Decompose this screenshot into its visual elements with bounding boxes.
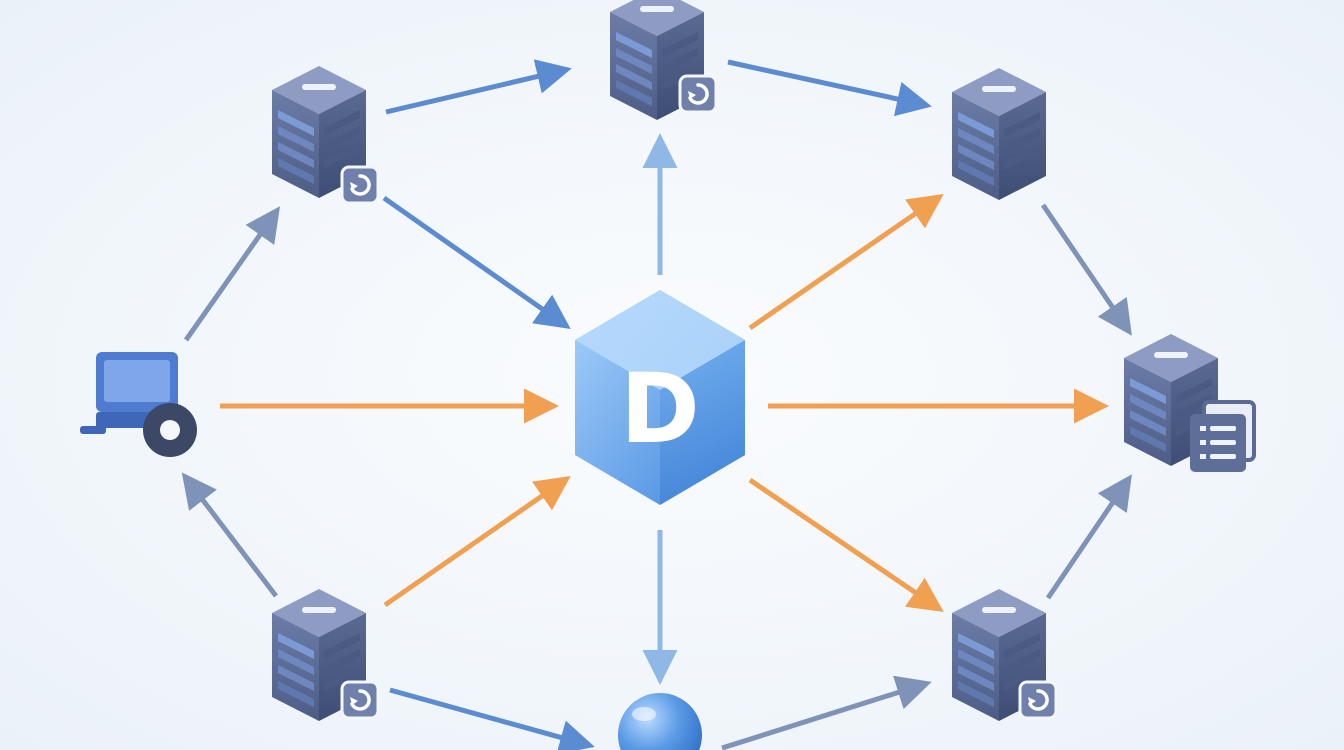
hub-cube: D — [575, 290, 745, 505]
arrow-client-to-topleft — [183, 206, 281, 342]
arrow-bottomleft-to-sphere — [389, 687, 595, 750]
arrow-bottomleft-to-hub — [383, 476, 571, 608]
document-list-icon — [1190, 400, 1256, 472]
arrow-bottomright-to-right — [1045, 474, 1132, 600]
server-top-left — [272, 66, 380, 205]
arrow-sphere-to-bottomright — [721, 675, 932, 750]
sync-badge-icon — [1018, 680, 1058, 720]
arrow-hub-to-topright — [748, 194, 944, 331]
sync-badge-icon — [340, 165, 380, 205]
computer-with-disk-icon — [80, 352, 197, 457]
arrow-bottomleft-to-client — [181, 472, 278, 598]
hub-letter: D — [620, 353, 700, 465]
server-bottom-right — [952, 589, 1058, 721]
sync-badge-icon — [678, 74, 718, 114]
arrow-topright-to-right — [1040, 203, 1132, 336]
server-top-right — [952, 68, 1046, 200]
server-right — [1124, 334, 1256, 472]
sphere-icon — [618, 693, 702, 750]
arrow-topleft-to-hub — [382, 195, 571, 330]
server-bottom-left — [272, 589, 380, 721]
arrow-topcenter-to-topright — [727, 59, 932, 117]
arrow-hub-to-bottomright — [748, 477, 944, 612]
sync-badge-icon — [340, 680, 380, 720]
server-top-center — [610, 0, 718, 120]
arrow-topleft-to-topcenter — [385, 59, 572, 115]
